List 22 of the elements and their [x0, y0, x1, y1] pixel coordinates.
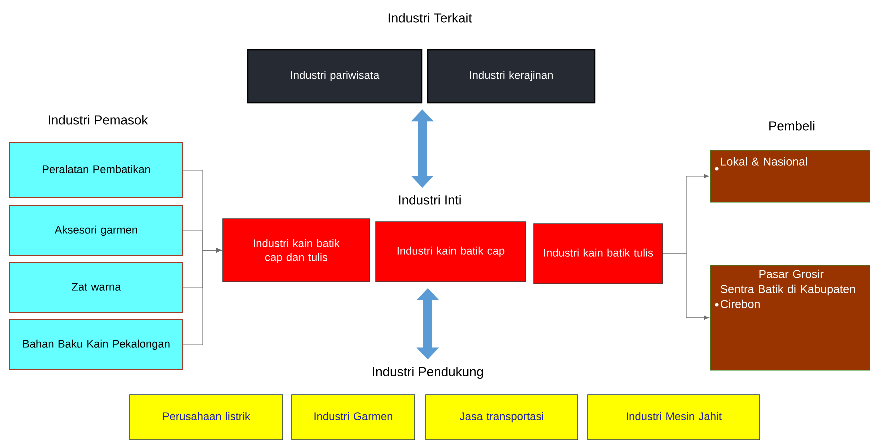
group-heading: Pembeli — [770, 121, 815, 131]
core-industry-box: Industri kain batik cap — [376, 222, 526, 282]
supplier-box: Bahan Baku Kain Pekalongan — [10, 320, 184, 370]
support-industry-box: Industri Mesin Jahit — [588, 394, 760, 440]
core-industry-box: Industri kain batik tulis — [534, 224, 664, 284]
group-heading: Industri Inti — [399, 195, 461, 205]
buyer-box: Pasar Grosir Sentra Batik di Kabupaten Cirebon — [710, 265, 870, 371]
group-heading: Industri Pemasok — [49, 115, 148, 125]
industry-box: Industri kerajinan — [427, 49, 596, 104]
arrow — [183, 248, 222, 346]
group-heading: Industri Terkait — [388, 13, 472, 23]
support-industry-box: Industri Garmen — [292, 394, 416, 440]
core-industry-box: Industri kain batik cap dan tulis — [222, 218, 370, 282]
buyer-box: Lokal & Nasional — [710, 150, 870, 203]
arrow — [663, 254, 710, 320]
supplier-box: Aksesori garmen — [10, 206, 184, 256]
support-industry-box: Jasa transportasi — [426, 394, 578, 440]
supplier-box: Peralatan Pembatikan — [10, 142, 184, 198]
supplier-box: Zat warna — [10, 262, 184, 314]
industry-box: Industri pariwisata — [247, 49, 423, 104]
group-heading: Industri Pendukung — [373, 366, 484, 380]
support-industry-box: Perusahaan listrik — [130, 394, 284, 440]
